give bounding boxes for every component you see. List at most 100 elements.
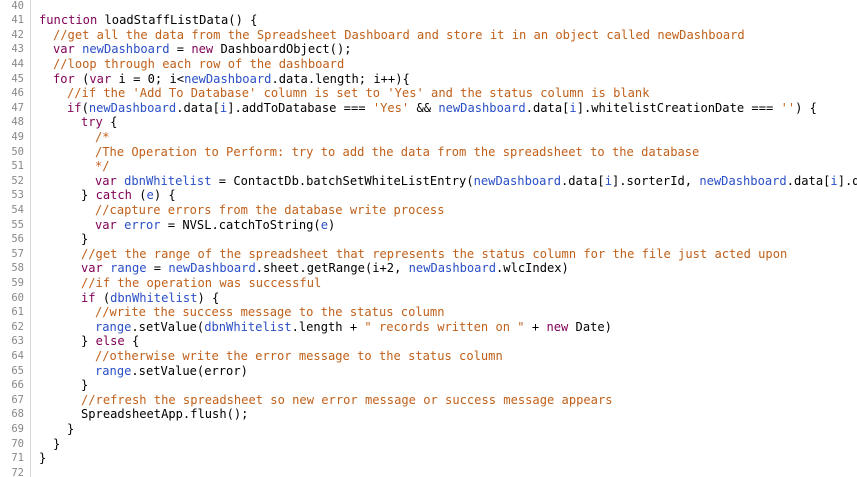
line-number: 67 xyxy=(11,393,24,406)
line-code: SpreadsheetApp.flush(); xyxy=(81,407,248,422)
code-token: ].sorterId, xyxy=(611,173,700,188)
code-token: newDashboard xyxy=(82,42,170,57)
line-number: 50 xyxy=(11,145,24,158)
code-line[interactable]: 61//write the success message to the sta… xyxy=(0,305,857,320)
code-token: } xyxy=(53,436,61,451)
code-token: ( xyxy=(95,290,111,305)
code-token: i xyxy=(569,100,577,115)
line-number: 52 xyxy=(11,174,24,187)
line-code: for (var i = 0; i<newDashboard.data.leng… xyxy=(53,72,410,87)
line-number: 45 xyxy=(11,72,24,85)
code-token: .setValue(error) xyxy=(131,363,248,378)
line-code: function loadStaffListData() { xyxy=(39,13,257,28)
code-token: try xyxy=(81,115,103,130)
code-token: else xyxy=(95,334,125,349)
code-line[interactable]: 46//if the 'Add To Database' column is s… xyxy=(0,86,857,101)
code-line[interactable]: 66} xyxy=(0,378,857,393)
line-number: 71 xyxy=(11,452,24,465)
line-number: 72 xyxy=(11,466,24,477)
code-token: var xyxy=(53,42,75,57)
code-token: DashboardObject(); xyxy=(213,42,352,57)
code-token: ) { xyxy=(197,290,220,305)
code-token: .data[ xyxy=(176,100,220,115)
line-number: 59 xyxy=(11,276,24,289)
line-number: 65 xyxy=(11,364,24,377)
line-number: 64 xyxy=(11,349,24,362)
line-code: } xyxy=(53,437,60,452)
code-token: var xyxy=(95,217,117,232)
code-token: ) { xyxy=(153,188,176,203)
code-line[interactable]: 63} else { xyxy=(0,334,857,349)
code-line[interactable]: 57 //get the range of the spreadsheet tha… xyxy=(0,247,857,262)
code-token: var xyxy=(95,173,117,188)
line-number: 68 xyxy=(11,408,24,421)
code-token: //capture errors from the database write… xyxy=(95,202,445,217)
line-code: //refresh the spreadsheet so new error m… xyxy=(81,393,613,408)
line-code: /The Operation to Perform: try to add th… xyxy=(95,145,699,160)
code-line[interactable]: 70} xyxy=(0,437,857,452)
line-number-gutter xyxy=(0,0,30,477)
code-line[interactable]: 72 xyxy=(0,466,857,477)
code-token: ( xyxy=(131,188,147,203)
code-line[interactable]: 42//get all the data from the Spreadshee… xyxy=(0,28,857,43)
code-token: dbnWhitelist xyxy=(124,173,212,188)
code-line[interactable]: 54//capture errors from the database wri… xyxy=(0,203,857,218)
line-code: if (dbnWhitelist) { xyxy=(81,291,219,306)
code-token: //get the range of the spreadsheet that … xyxy=(81,246,788,261)
code-token: e xyxy=(320,217,328,232)
code-token: Date) xyxy=(568,319,612,334)
line-number: 69 xyxy=(11,422,24,435)
code-token: newDashboard xyxy=(408,261,497,276)
code-token: i xyxy=(219,100,228,115)
code-line[interactable]: 71} xyxy=(0,451,857,466)
code-token: .wlcIndex) xyxy=(496,261,569,276)
code-line[interactable]: 68 SpreadsheetApp.flush(); xyxy=(0,407,857,422)
code-token: //refresh the spreadsheet so new error m… xyxy=(81,392,613,407)
line-code: var newDashboard = new DashboardObject()… xyxy=(53,42,352,57)
line-code: //loop through each row of the dashboard xyxy=(53,57,344,72)
code-line[interactable]: 65 range.setValue(error) xyxy=(0,364,857,379)
line-number: 56 xyxy=(11,233,24,246)
code-line[interactable]: 49/* xyxy=(0,130,857,145)
code-token: newDashboard xyxy=(184,71,272,86)
code-line[interactable]: 69} xyxy=(0,422,857,437)
code-token: = NVSL.catchToString( xyxy=(160,217,321,232)
code-token: ].dbn) xyxy=(837,173,857,188)
code-line[interactable]: 64//otherwise write the error message to… xyxy=(0,349,857,364)
code-line[interactable]: 45 for (var i = 0; i<newDashboard.data.le… xyxy=(0,72,857,87)
code-line[interactable]: 51*/ xyxy=(0,159,857,174)
code-token: } xyxy=(81,232,89,247)
code-token: = xyxy=(169,42,192,57)
line-number: 57 xyxy=(11,247,24,260)
code-token: .setValue( xyxy=(131,319,205,334)
code-line[interactable]: 50/The Operation to Perform: try to add … xyxy=(0,145,857,160)
line-number: 49 xyxy=(11,130,24,143)
code-token: i = 0; i< xyxy=(111,71,185,86)
line-number: 53 xyxy=(11,189,24,202)
code-token: .data.length; i++){ xyxy=(271,71,410,86)
line-code: var range = newDashboard.sheet.getRange(… xyxy=(81,261,569,276)
code-token: newDashboard xyxy=(438,100,526,115)
code-line[interactable]: 40 xyxy=(0,0,857,13)
code-token: catch xyxy=(95,188,132,203)
code-line[interactable]: 44//loop through each row of the dashboa… xyxy=(0,57,857,72)
code-line[interactable]: 56} xyxy=(0,232,857,247)
code-token: .sheet.getRange(i+2, xyxy=(255,261,409,276)
code-token: if xyxy=(67,100,82,115)
line-code: range.setValue(error) xyxy=(95,364,248,379)
code-token: function xyxy=(39,13,98,28)
code-line[interactable]: 67 //refresh the spreadsheet so new error… xyxy=(0,393,857,408)
code-token: new xyxy=(546,319,569,334)
code-line[interactable]: 53} catch (e) { xyxy=(0,188,857,203)
code-line[interactable]: 59//if the operation was successful xyxy=(0,276,857,291)
